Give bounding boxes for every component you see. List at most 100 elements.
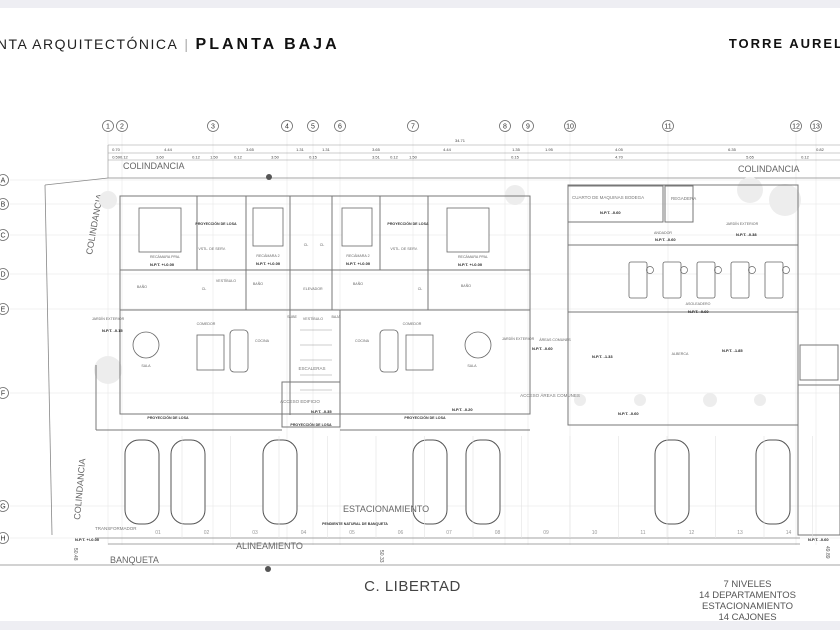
column-marker: 7 <box>407 120 419 132</box>
column-marker-circle <box>334 120 346 132</box>
dimension-value: 0.15 <box>511 155 520 160</box>
dimension-value: 0.12 <box>234 155 243 160</box>
label-closet: CL <box>418 287 423 291</box>
label-alineamiento: ALINEAMIENTO <box>236 541 303 551</box>
colindancia-top-right-label: COLINDANCIA <box>738 164 800 174</box>
column-marker-circle <box>564 120 576 132</box>
label-cocina: COCINA <box>255 339 270 343</box>
street-name: C. LIBERTAD <box>364 578 461 595</box>
dimension-value: 3.65 <box>372 147 381 152</box>
column-label: 9 <box>526 124 530 131</box>
npt-level: N.P.T. +/-0.00 <box>256 261 281 266</box>
label-elevador: ELEVADOR <box>303 287 323 291</box>
column-marker-circle <box>116 120 128 132</box>
top-band <box>0 0 840 8</box>
row-marker-circle <box>0 303 9 315</box>
parking-spot-number: 14 <box>786 530 792 536</box>
label-jardin-exterior: JARDÍN EXTERIOR <box>726 222 759 226</box>
label-closet: CL <box>320 243 325 247</box>
car <box>755 439 791 525</box>
dimension-value: 4.05 <box>615 147 624 152</box>
dimension-strip <box>107 144 840 178</box>
project-notes: 7 NIVELES 14 DEPARTAMENTOS ESTACIONAMIEN… <box>690 579 805 623</box>
label-vestibulo: VESTÍBULO <box>303 317 323 321</box>
row-label: G <box>0 504 5 511</box>
dimension-value: 3.65 <box>246 147 255 152</box>
column-label: 12 <box>792 124 800 131</box>
npt-level: N.P.T. -0.60 <box>688 309 709 314</box>
column-label: 8 <box>503 124 507 131</box>
parking-spot-number: 13 <box>737 530 743 536</box>
parking-spot-number: 02 <box>204 530 210 536</box>
npt-level: N.P.T. -0.60 <box>808 537 829 542</box>
npt-level: N.P.T. -0.60 <box>532 346 553 351</box>
label-escaleras: ESCALERAS <box>298 366 325 371</box>
lounger-body <box>696 261 716 299</box>
label-areas-comunes: ÁREAS COMUNES <box>539 338 571 342</box>
dimension-value: 0.12 <box>390 155 399 160</box>
label-pendiente: PENDIENTE NATURAL DE BANQUETA <box>322 522 388 526</box>
row-marker: H <box>0 532 9 544</box>
column-label: 2 <box>120 124 124 131</box>
dimension-value: 1.95 <box>545 147 554 152</box>
label-alberca: ALBERCA <box>672 352 689 356</box>
npt-level: N.P.T. -0.15 <box>102 328 123 333</box>
sun-lounger <box>628 261 654 299</box>
lounger-body <box>662 261 682 299</box>
label-recamara-2: RECÁMARA 2 <box>256 254 279 258</box>
note-line: 14 DEPARTAMENTOS <box>699 590 796 601</box>
npt-level: N.P.T. -1.85 <box>722 348 743 353</box>
car <box>124 439 160 525</box>
column-label: 7 <box>411 124 415 131</box>
north-marker <box>265 566 271 572</box>
dimension-value: 1.31 <box>322 147 331 152</box>
label-regadera: REGADERA <box>671 196 696 201</box>
label-vstl-serv: VSTL. DE SERV. <box>198 247 225 251</box>
dimension-value: 0.82 <box>816 147 825 152</box>
label-bano: BAÑO <box>353 281 363 286</box>
row-label: D <box>0 272 5 279</box>
row-marker: A <box>0 174 9 186</box>
column-label: 6 <box>338 124 342 131</box>
lounger-body <box>628 261 648 299</box>
row-marker-circle <box>0 229 9 241</box>
dimension-value: 0.590.12 <box>112 155 128 160</box>
column-marker: 3 <box>207 120 219 132</box>
dimension-value: 3.50 <box>271 155 280 160</box>
row-label: A <box>1 178 6 185</box>
dining-tables <box>132 329 492 373</box>
label-proyeccion-losa: PROYECCIÓN DE LOSA <box>404 415 446 420</box>
column-marker-circle <box>207 120 219 132</box>
car <box>170 439 206 525</box>
label-banqueta: BANQUETA <box>110 555 159 565</box>
column-marker: 13 <box>810 120 822 132</box>
npt-level: N.P.T. -0.35 <box>311 409 332 414</box>
label-acceso-edificio: ACCESO EDIFICIO <box>280 399 320 404</box>
pool-loungers <box>628 261 790 299</box>
column-label: 13 <box>812 124 820 131</box>
dimension-value: 4.44 <box>443 147 452 152</box>
column-marker: 11 <box>662 120 674 132</box>
row-label: F <box>1 391 5 398</box>
parking-spot-number: 08 <box>495 530 501 536</box>
row-label: C <box>0 233 5 240</box>
row-marker-circle <box>0 268 9 280</box>
beds <box>138 207 490 253</box>
side-table <box>782 266 790 274</box>
lounger-body <box>730 261 750 299</box>
npt-level: N.P.T. +/-0.00 <box>75 537 100 542</box>
section-marker <box>266 174 272 180</box>
parking-spot-number: 11 <box>640 530 645 536</box>
label-andador: ANDADOR <box>654 231 672 235</box>
parking-spot-number: 10 <box>592 530 598 536</box>
sun-lounger <box>730 261 756 299</box>
label-baja: BAJA <box>332 315 342 319</box>
landscape-trees <box>94 177 801 407</box>
note-line: 7 NIVELES <box>723 579 772 590</box>
row-marker: F <box>0 387 9 399</box>
label-vstl-serv: VSTL. DE SERV. <box>390 247 417 251</box>
label-proyeccion-losa: PROYECCIÓN DE LOSA <box>387 221 429 226</box>
row-marker: C <box>0 229 9 241</box>
label-closet: CL <box>304 243 309 247</box>
